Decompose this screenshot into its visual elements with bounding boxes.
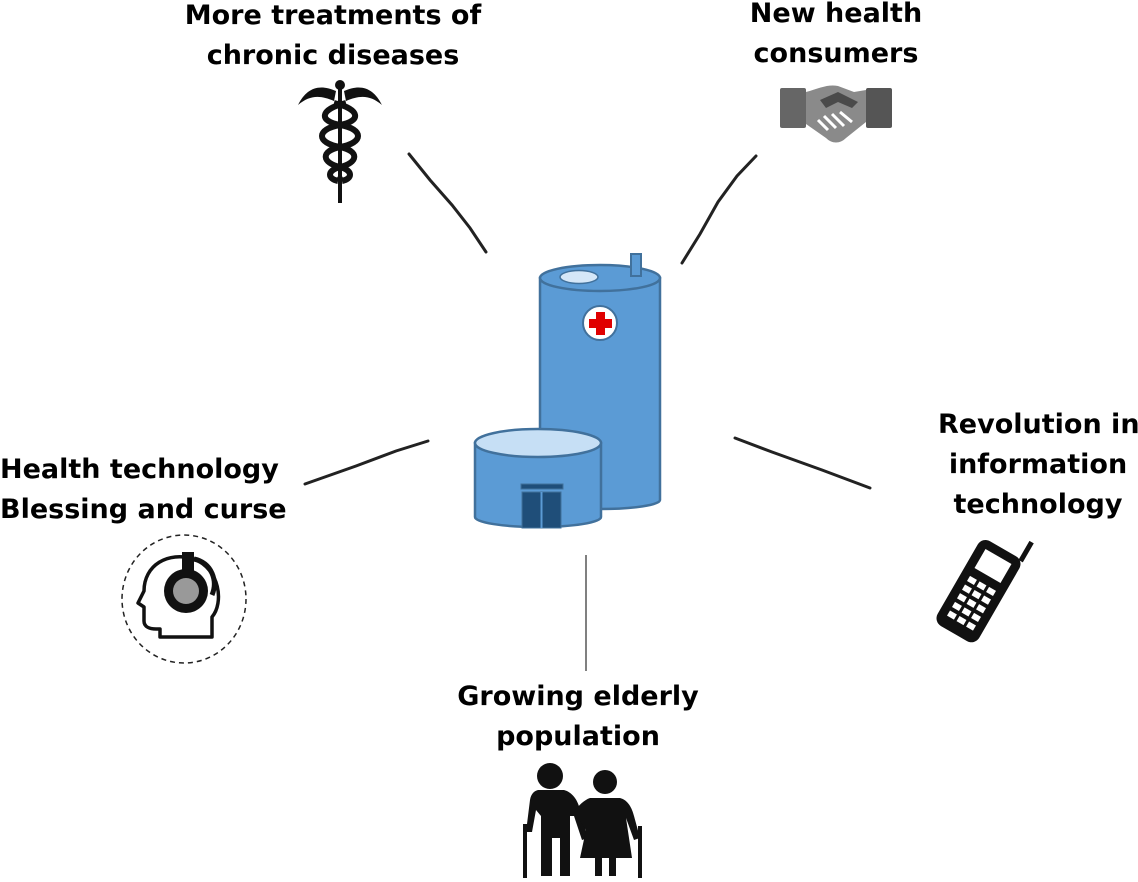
caduceus-icon	[298, 80, 382, 203]
factor-label-chronic-line2: chronic diseases	[206, 40, 460, 71]
factor-label-consumers: New health consumers	[716, 0, 956, 74]
connector-chronic	[407, 152, 488, 254]
factor-label-consumers-line2: consumers	[753, 38, 919, 69]
factor-label-health-tech-line1: Health technology	[0, 454, 279, 485]
hospital-icon	[473, 253, 662, 529]
factor-label-elderly: Growing elderly population	[448, 677, 708, 757]
factor-label-it-line2: information	[948, 449, 1128, 480]
connector-consumers	[680, 154, 758, 265]
connector-it	[733, 436, 872, 490]
connector-health-tech	[303, 439, 430, 486]
factor-label-chronic: More treatments of chronic diseases	[183, 0, 483, 76]
elderly-couple-icon	[523, 763, 642, 878]
factor-label-chronic-line1: More treatments of	[184, 0, 482, 31]
handshake-icon	[780, 85, 892, 143]
factor-label-it: Revolution in information technology	[938, 405, 1138, 525]
factor-label-health-tech-line2: Blessing and curse	[0, 494, 287, 525]
mobile-phone-icon	[936, 539, 1034, 643]
factor-label-it-line1: Revolution in	[938, 409, 1138, 440]
factor-label-it-line3: technology	[953, 489, 1123, 520]
factor-label-elderly-line2: population	[496, 721, 660, 752]
factor-label-health-tech: Health technology Blessing and curse	[0, 450, 287, 530]
factor-label-consumers-line1: New health	[749, 0, 923, 29]
head-with-headphones-icon	[121, 534, 247, 664]
factor-label-elderly-line1: Growing elderly	[457, 681, 699, 712]
